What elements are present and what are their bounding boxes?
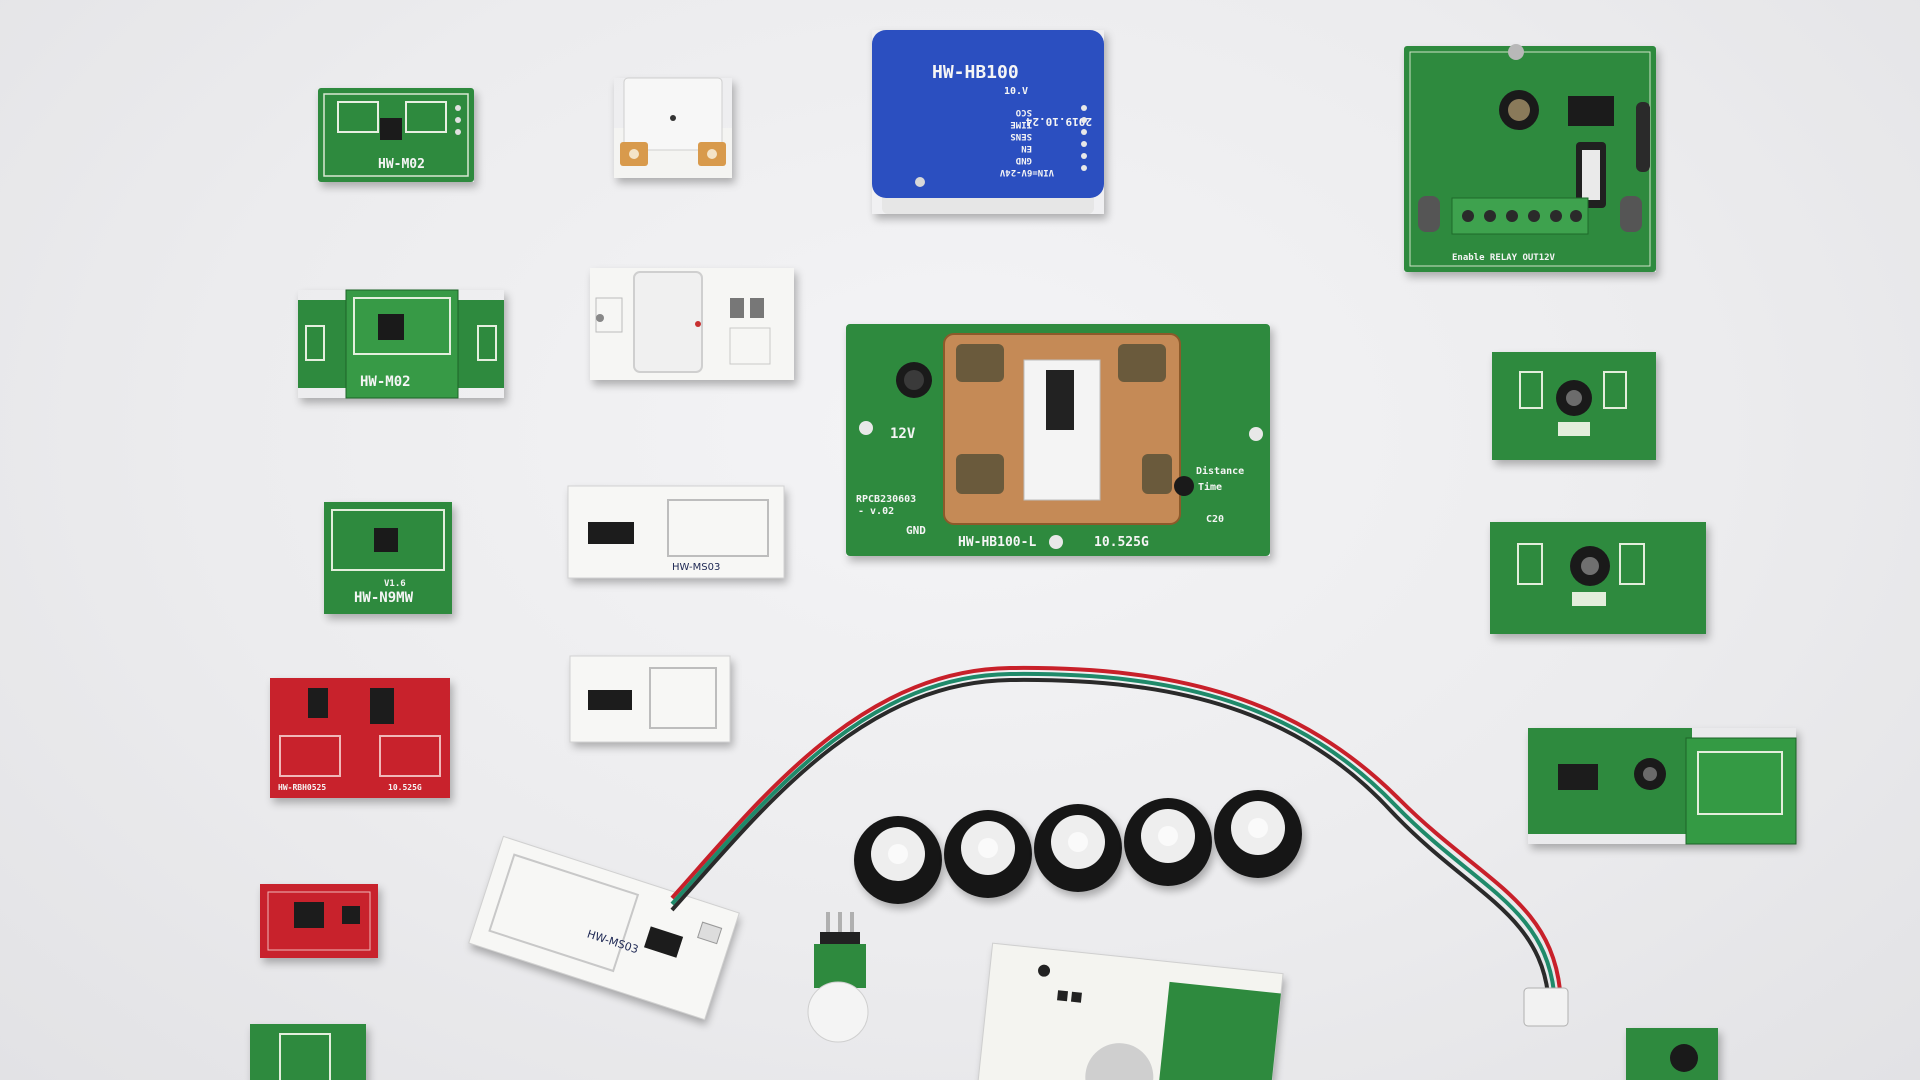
hw-hb100-version: 10.V — [1004, 86, 1028, 97]
hw-hb100-l-board: 12V RPCB230603 - v.02 Distance Time C20 … — [846, 324, 1270, 556]
hw-n9mw-label: HW-N9MW — [354, 590, 414, 606]
hw-hb100-date: 2019.10.24 — [1025, 115, 1092, 128]
round-pir-module-1 — [854, 816, 942, 904]
hw-ms03-label-1: HW-MS03 — [672, 562, 720, 573]
hw-hb100-pin-5: SCO — [1015, 107, 1032, 117]
round-pir-module-3 — [1034, 804, 1122, 892]
green-pir-module-bottom-right — [1626, 1028, 1718, 1080]
relay-pir-board: Enable RELAY OUT12V — [1404, 44, 1656, 272]
hb100l-c20: C20 — [1206, 514, 1224, 525]
green-pir-module-1 — [1492, 352, 1656, 460]
hw-ms03-module-2 — [569, 655, 731, 743]
hw-hb100-pin-3: SENS — [1010, 131, 1032, 141]
hb100l-distance: Distance — [1196, 465, 1244, 477]
pir-board-bottom-center — [976, 942, 1284, 1080]
hw-n9mw-version: V1.6 — [384, 579, 406, 589]
round-pir-module-5 — [1214, 790, 1302, 878]
hb100l-voltage: 12V — [890, 426, 916, 442]
hw-hb100-pin-0: VIN=6V-24V — [999, 167, 1054, 177]
green-pir-module-2 — [1490, 522, 1706, 634]
hw-ms03-module-1: HW-MS03 — [567, 485, 785, 579]
hw-m02-label-1: HW-M02 — [378, 157, 425, 172]
pir-radar-combo-module — [1528, 728, 1797, 845]
green-module-bottom-left — [250, 1024, 366, 1080]
hw-m02-module-small: HW-M02 — [318, 88, 474, 182]
round-pir-module-4 — [1124, 798, 1212, 886]
mini-pir-sensor — [807, 912, 869, 1043]
hw-rbh0525-red-module: HW-RBH0525 10.525G — [270, 678, 450, 798]
hb100l-time: Time — [1198, 481, 1222, 493]
hw-ms03-wired-module: HW-MS03 — [468, 835, 740, 1021]
hw-hb100-pin-4: TIME — [1010, 119, 1032, 129]
wire-connector — [1523, 987, 1569, 1027]
white-radar-module-small — [614, 77, 732, 178]
hw-hb100-pin-1: GND — [1015, 155, 1032, 165]
hb100l-gnd: GND — [906, 524, 926, 537]
hw-hb100-blue-module: HW-HB100 10.V VIN=6V-24V GND EN SENS TIM… — [872, 30, 1104, 214]
red-module-name: HW-RBH0525 — [278, 783, 326, 792]
relay-board-label: Enable RELAY OUT12V — [1452, 253, 1556, 263]
hw-m02-label-2: HW-M02 — [360, 374, 411, 390]
hw-m02-module-wide: HW-M02 — [298, 289, 504, 399]
hb100l-frequency: 10.525G — [1094, 535, 1149, 550]
hb100l-revision: RPCB230603 — [856, 494, 916, 505]
hw-n9mw-module: V1.6 HW-N9MW — [324, 502, 452, 614]
hw-hb100-title: HW-HB100 — [932, 62, 1019, 83]
red-module-frequency: 10.525G — [388, 783, 422, 792]
hb100l-title: HW-HB100-L — [958, 535, 1036, 550]
red-module-small — [260, 884, 378, 958]
hw-hb100-pin-2: EN — [1021, 143, 1032, 153]
round-pir-module-2 — [944, 810, 1032, 898]
white-pir-module — [590, 268, 794, 380]
hb100l-version: - v.02 — [858, 506, 894, 517]
